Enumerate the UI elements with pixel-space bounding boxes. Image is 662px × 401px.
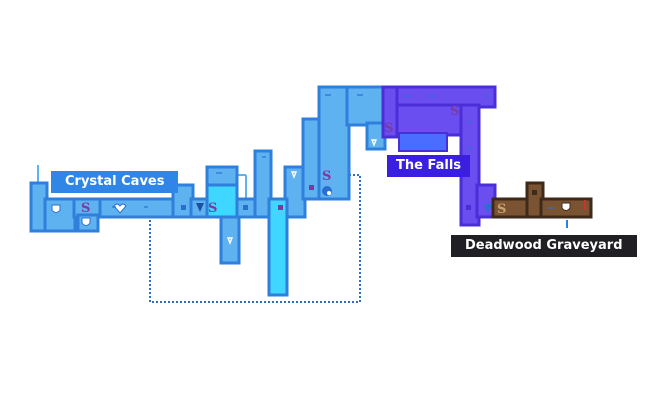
- area-label-crystal-caves: Crystal Caves: [51, 171, 179, 193]
- transit-icon: [226, 139, 378, 245]
- room-markings: [112, 94, 554, 209]
- shrine-icon: [322, 186, 332, 196]
- boss-icon: [196, 200, 586, 213]
- save-room-icon: S: [450, 104, 459, 119]
- area-label-the-falls: The Falls: [387, 155, 471, 177]
- deadwood-graveyard-region: [491, 181, 593, 219]
- shield-icon: [51, 202, 571, 226]
- save-room-icon: S: [208, 201, 217, 216]
- item-icon: [181, 185, 537, 210]
- save-room-icon: S: [322, 169, 331, 184]
- heart-icon: [113, 203, 127, 214]
- area-label-deadwood-graveyard: Deadwood Graveyard: [451, 235, 637, 257]
- save-room-icon: S: [384, 121, 393, 136]
- save-room-icon: S: [497, 202, 506, 217]
- falls-water: [398, 132, 448, 152]
- water-region: [205, 183, 289, 297]
- save-room-icon: S: [81, 201, 90, 216]
